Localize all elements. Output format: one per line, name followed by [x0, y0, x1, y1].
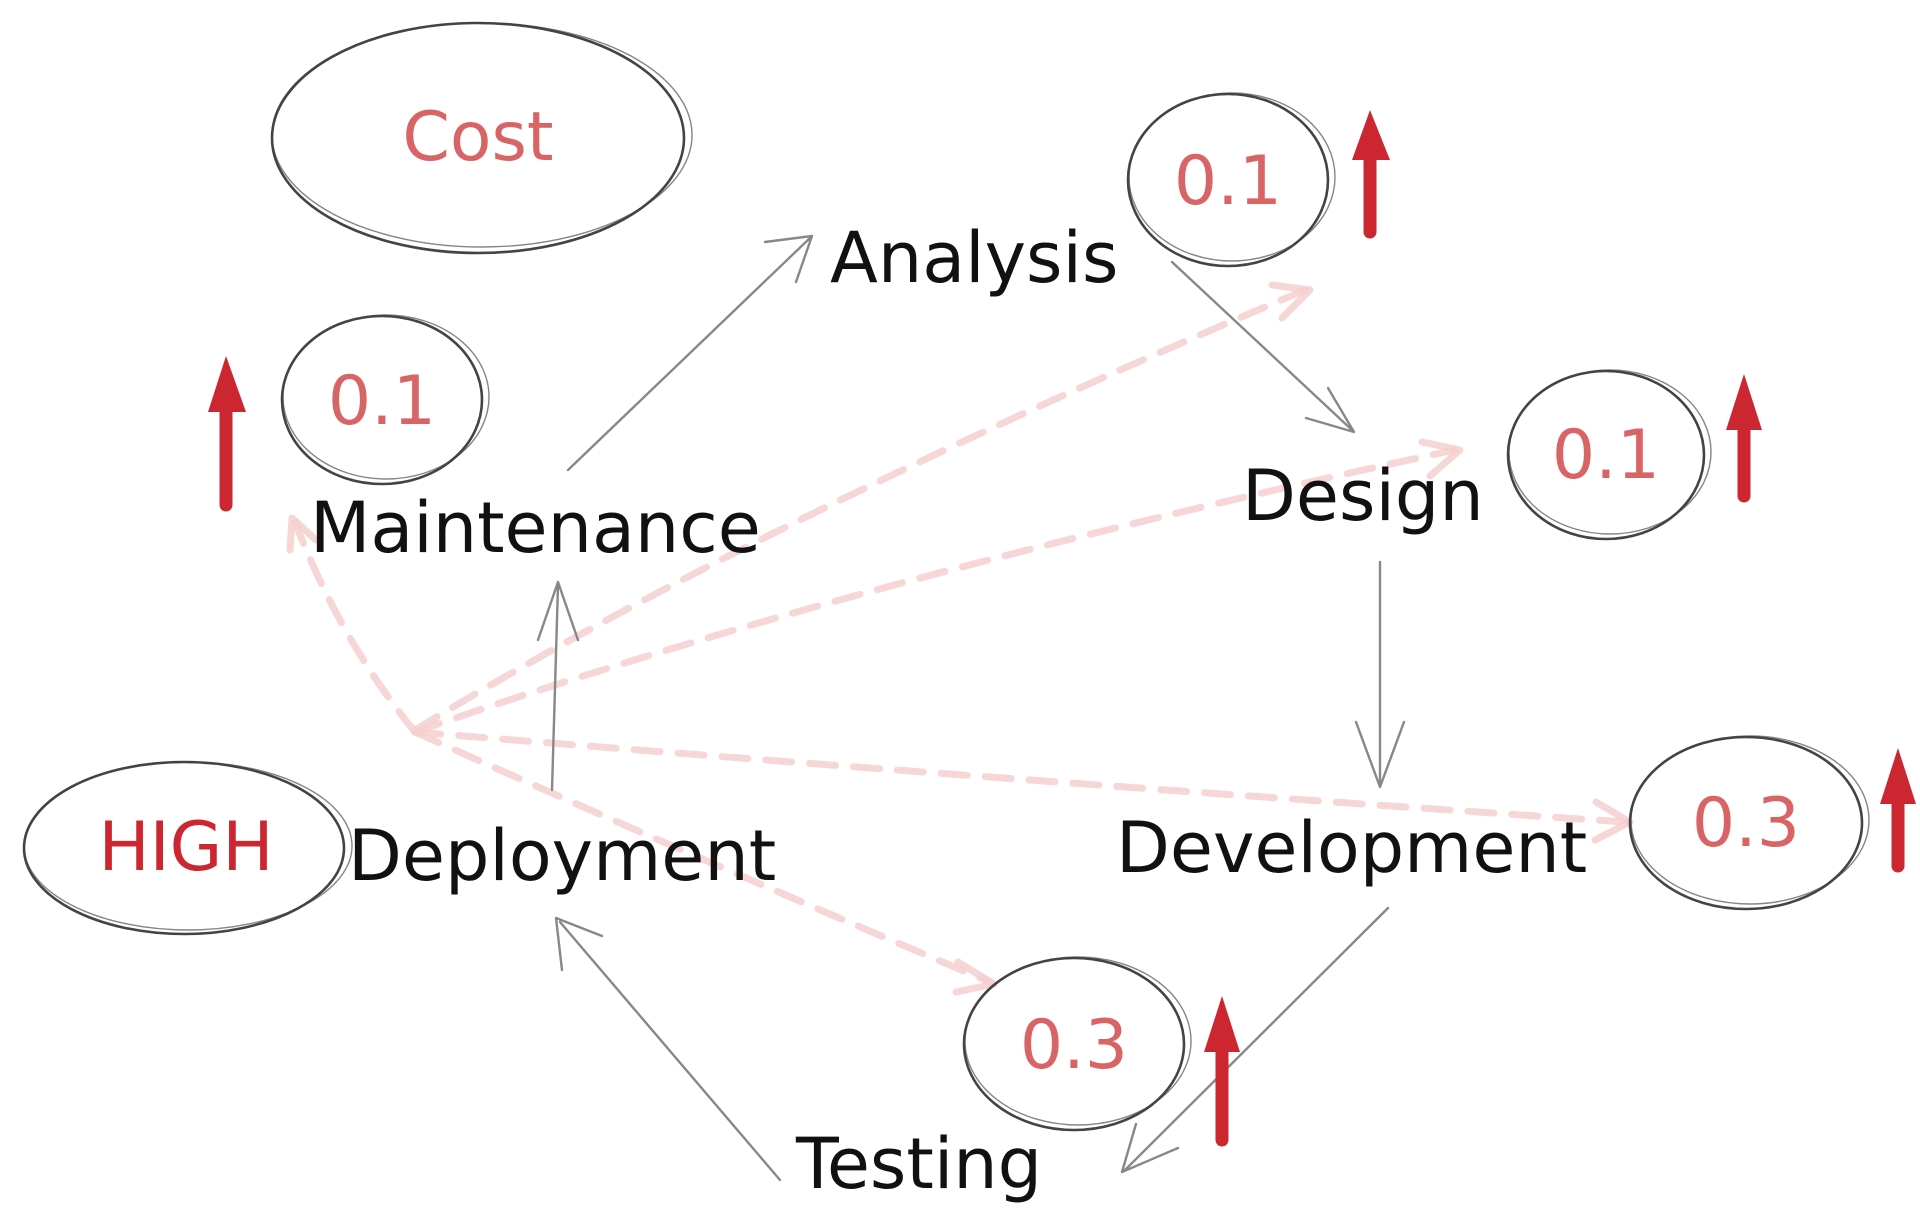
stage-maintenance: Maintenance — [310, 487, 761, 569]
up-arrow-icon — [208, 356, 246, 512]
maintenance-cost-value: 0.1 — [328, 362, 436, 441]
flow-arrowhead — [1354, 720, 1406, 789]
flow-arrow-icon — [558, 920, 782, 1182]
development-cost-value: 0.3 — [1692, 784, 1800, 863]
flow-arrow-icon — [550, 583, 560, 792]
up-arrow-icon — [1726, 374, 1762, 503]
dashed-link-to-design — [411, 446, 1459, 736]
dashed-link-to-analysis — [411, 286, 1309, 734]
up-arrows — [208, 110, 1916, 1147]
dashed-links — [286, 281, 1634, 996]
testing-cost-value: 0.3 — [1020, 1006, 1128, 1085]
stage-testing: Testing — [795, 1123, 1042, 1205]
flow-arrow-icon — [1170, 260, 1354, 432]
high-level-label: HIGH — [98, 808, 273, 887]
flow-arrow-icon — [1123, 906, 1390, 1172]
stage-design: Design — [1242, 455, 1484, 537]
cost-title-oval: Cost — [270, 21, 693, 255]
up-arrow-icon — [1880, 748, 1916, 873]
up-arrow-icon — [1352, 110, 1390, 239]
testing-cost-oval: 0.3 — [962, 956, 1192, 1132]
flow-arrowhead — [1304, 386, 1356, 434]
maintenance-cost-oval: 0.1 — [280, 314, 490, 486]
dashed-arrowhead-testing — [952, 958, 998, 996]
dashed-arrowhead-maintenance — [286, 514, 320, 554]
design-cost-value: 0.1 — [1552, 416, 1660, 495]
flow-arrowhead — [1120, 1122, 1180, 1174]
high-level-oval: HIGH — [22, 760, 353, 936]
development-cost-oval: 0.3 — [1628, 735, 1870, 911]
dashed-link-to-testing — [411, 728, 994, 986]
flow-arrowhead — [763, 234, 814, 284]
analysis-cost-value: 0.1 — [1174, 142, 1282, 221]
flow-arrowhead — [554, 916, 604, 972]
cost-title-label: Cost — [402, 98, 553, 177]
flow-arrowhead — [536, 580, 580, 642]
stage-deployment: Deployment — [348, 815, 776, 897]
dashed-arrowhead-analysis — [1268, 281, 1314, 322]
design-cost-oval: 0.1 — [1506, 369, 1712, 541]
stage-development: Development — [1116, 807, 1587, 889]
up-arrow-icon — [1204, 996, 1240, 1147]
dashed-arrowhead-design — [1418, 438, 1464, 480]
stage-analysis: Analysis — [830, 217, 1118, 299]
dashed-link-to-development — [411, 728, 1629, 826]
flow-arrows — [536, 234, 1406, 1182]
analysis-cost-oval: 0.1 — [1126, 92, 1336, 268]
flow-arrow-icon — [566, 236, 812, 472]
